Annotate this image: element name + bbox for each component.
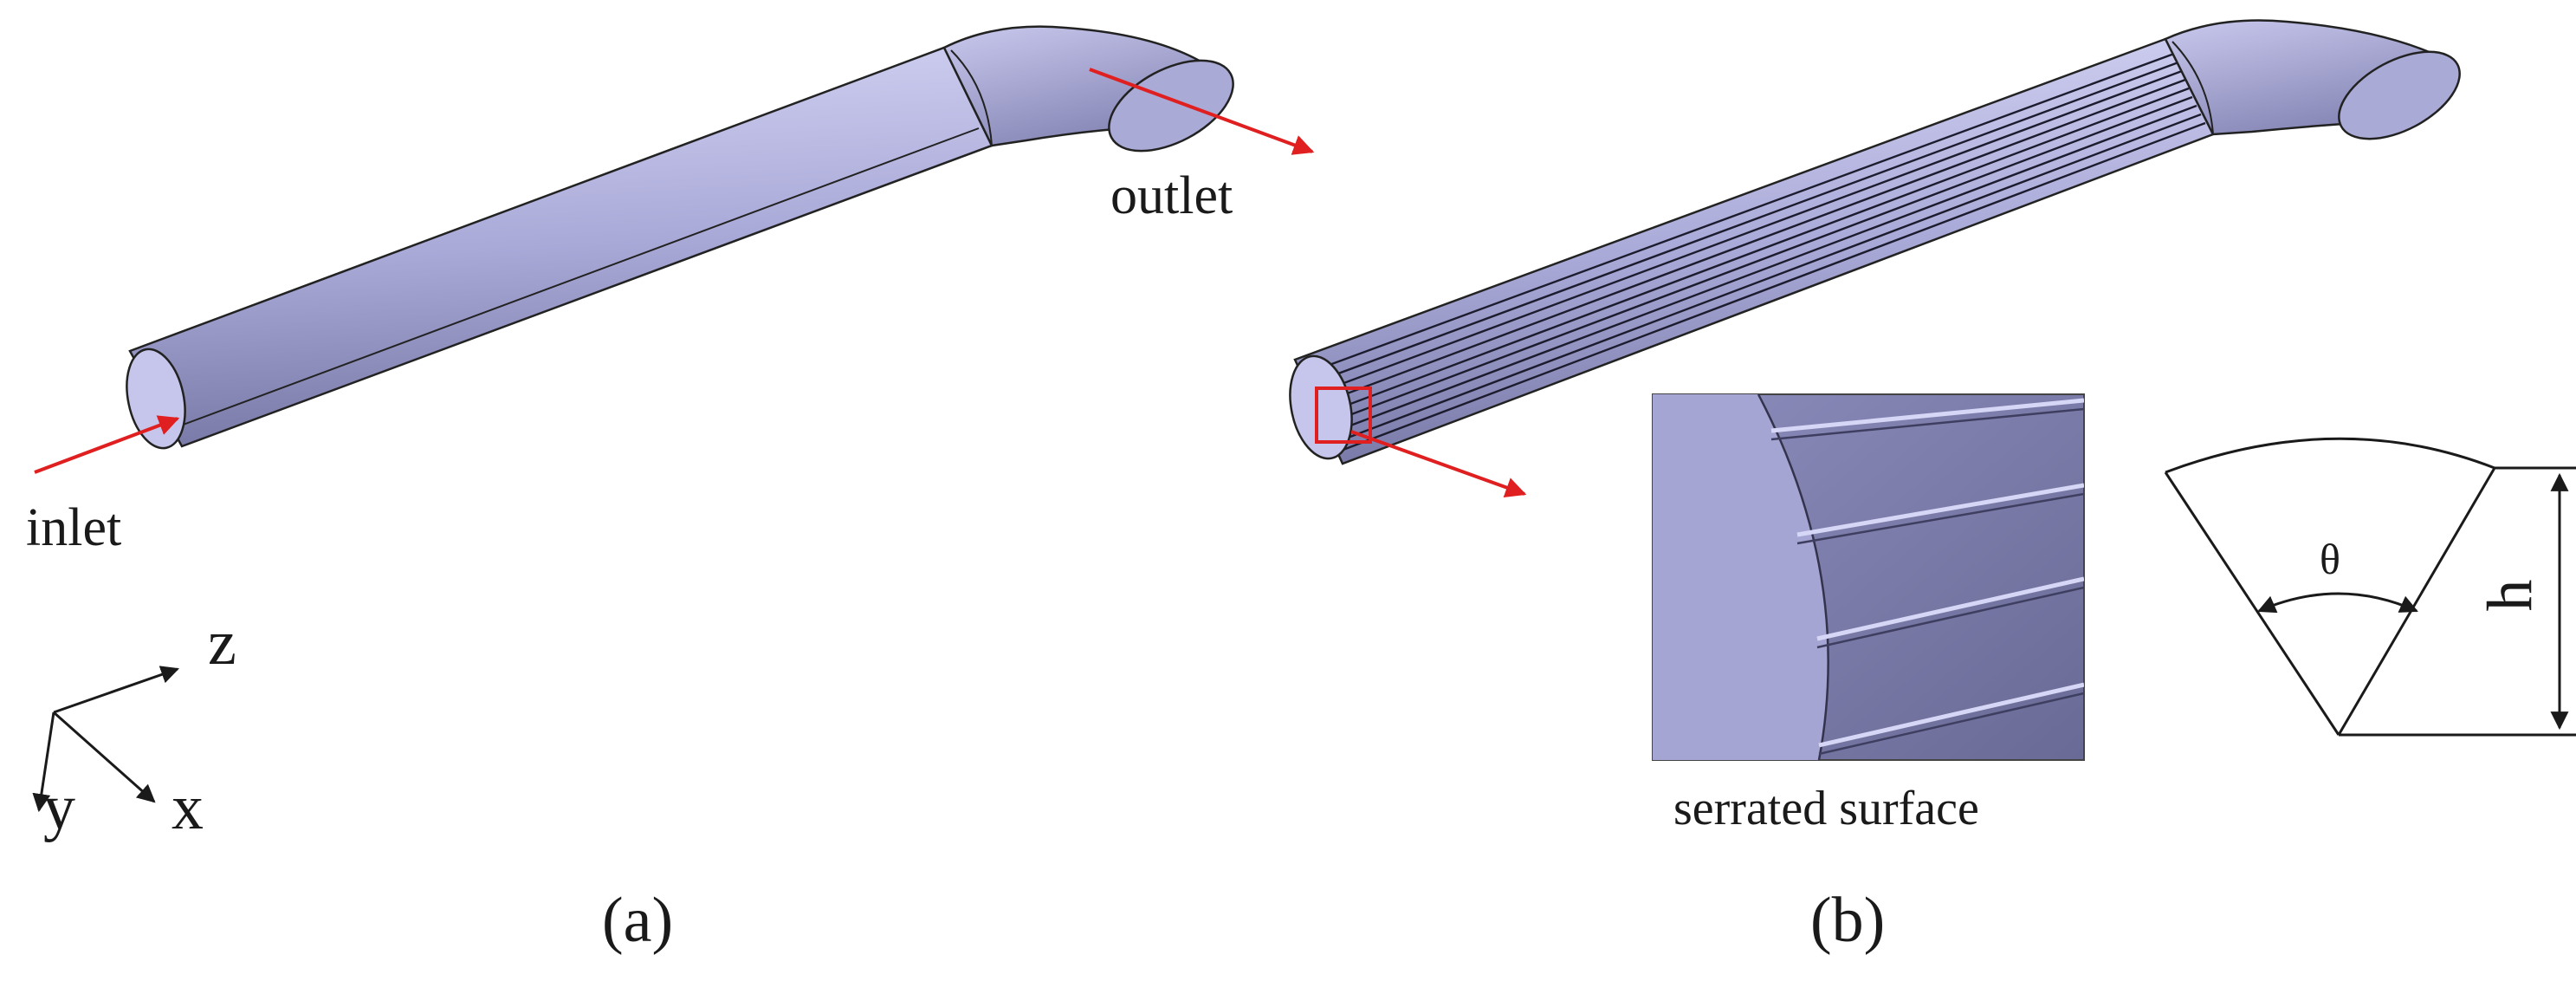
inlet-arrow: [34, 415, 180, 474]
detail-highlight-box: [1315, 387, 1372, 444]
theta-arc: [2257, 592, 2418, 614]
panel-a-label: (a): [602, 885, 674, 956]
axis-x-label: x: [172, 772, 204, 843]
panel-b-label: (b): [1810, 885, 1886, 956]
serrated-surface-label: serrated surface: [1673, 782, 1979, 835]
smooth-pipe: [126, 25, 1234, 450]
h-label: h: [2475, 579, 2547, 612]
axis-triad: [32, 666, 179, 813]
inlet-label: inlet: [26, 498, 122, 557]
serrated-pipe: [1289, 19, 2461, 465]
flow-arrow-b: [1350, 430, 1527, 497]
serrated-surface-detail: [1652, 393, 2085, 761]
outlet-arrow: [1089, 68, 1315, 155]
axis-z-label: z: [208, 607, 236, 679]
axis-y-label: y: [43, 772, 75, 843]
outlet-label: outlet: [1110, 166, 1233, 225]
theta-label: θ: [2320, 535, 2340, 583]
